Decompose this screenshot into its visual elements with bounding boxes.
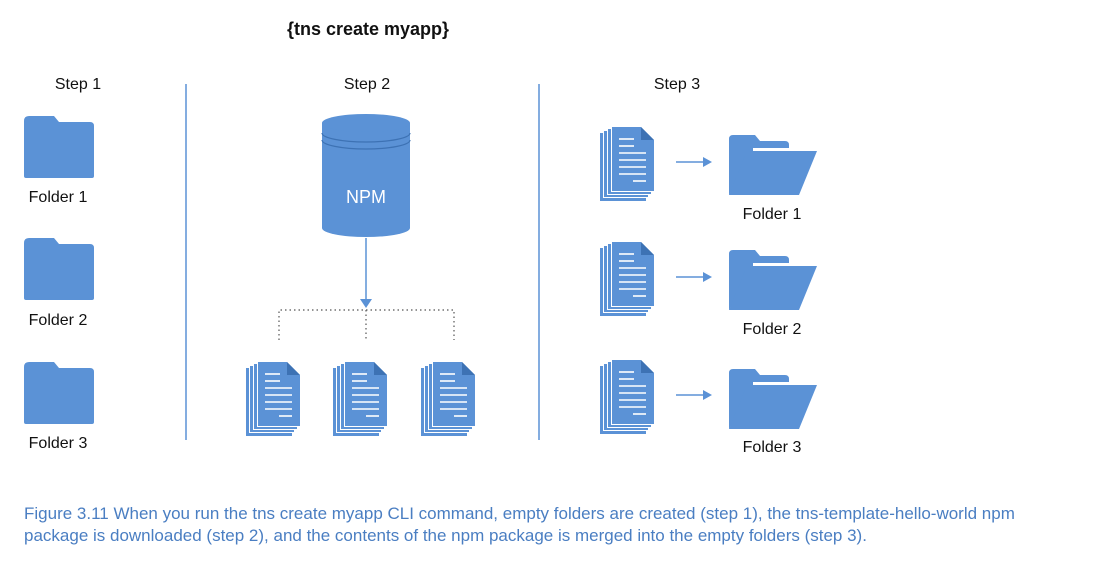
step1-folder-2: Folder 2 bbox=[24, 238, 94, 329]
step3-folder-2-label: Folder 2 bbox=[743, 321, 802, 338]
npm-label: NPM bbox=[346, 187, 386, 207]
npm-arrowhead bbox=[360, 299, 372, 308]
open-folder-icon bbox=[729, 369, 817, 429]
arrow-head-icon bbox=[703, 157, 712, 167]
branch-connector bbox=[278, 309, 455, 340]
step3-row-1: Folder 1 bbox=[599, 125, 817, 223]
arrow-head-icon bbox=[703, 272, 712, 282]
document-stack-icon bbox=[599, 358, 656, 435]
step1-folder-3: Folder 3 bbox=[24, 362, 94, 452]
closed-folder-icon bbox=[24, 116, 94, 178]
step3-row-2: Folder 2 bbox=[599, 240, 817, 338]
closed-folder-icon bbox=[24, 238, 94, 300]
step3-folder-3-label: Folder 3 bbox=[743, 439, 802, 456]
figure-caption: Figure 3.11 When you run the tns create … bbox=[24, 504, 1015, 545]
closed-folder-icon bbox=[24, 362, 94, 424]
npm-database-icon bbox=[321, 114, 411, 237]
document-stack-icon bbox=[245, 360, 302, 437]
open-folder-icon bbox=[729, 250, 817, 310]
step3-label: Step 3 bbox=[654, 76, 700, 93]
step3-row-3: Folder 3 bbox=[599, 358, 817, 456]
step1-folder-1: Folder 1 bbox=[24, 116, 94, 206]
step1-folder-2-label: Folder 2 bbox=[29, 312, 88, 329]
document-stack-icon bbox=[332, 360, 389, 437]
arrow-head-icon bbox=[703, 390, 712, 400]
document-stack-icon bbox=[599, 125, 656, 202]
step1-folder-3-label: Folder 3 bbox=[29, 435, 88, 452]
step1-label: Step 1 bbox=[55, 76, 101, 93]
step3-folder-1-label: Folder 1 bbox=[743, 206, 802, 223]
step1-folder-1-label: Folder 1 bbox=[29, 189, 88, 206]
step2-label: Step 2 bbox=[344, 76, 390, 93]
document-stack-icon bbox=[599, 240, 656, 317]
document-stack-icon bbox=[420, 360, 477, 437]
diagram-title: {tns create myapp} bbox=[287, 19, 449, 39]
open-folder-icon bbox=[729, 135, 817, 195]
